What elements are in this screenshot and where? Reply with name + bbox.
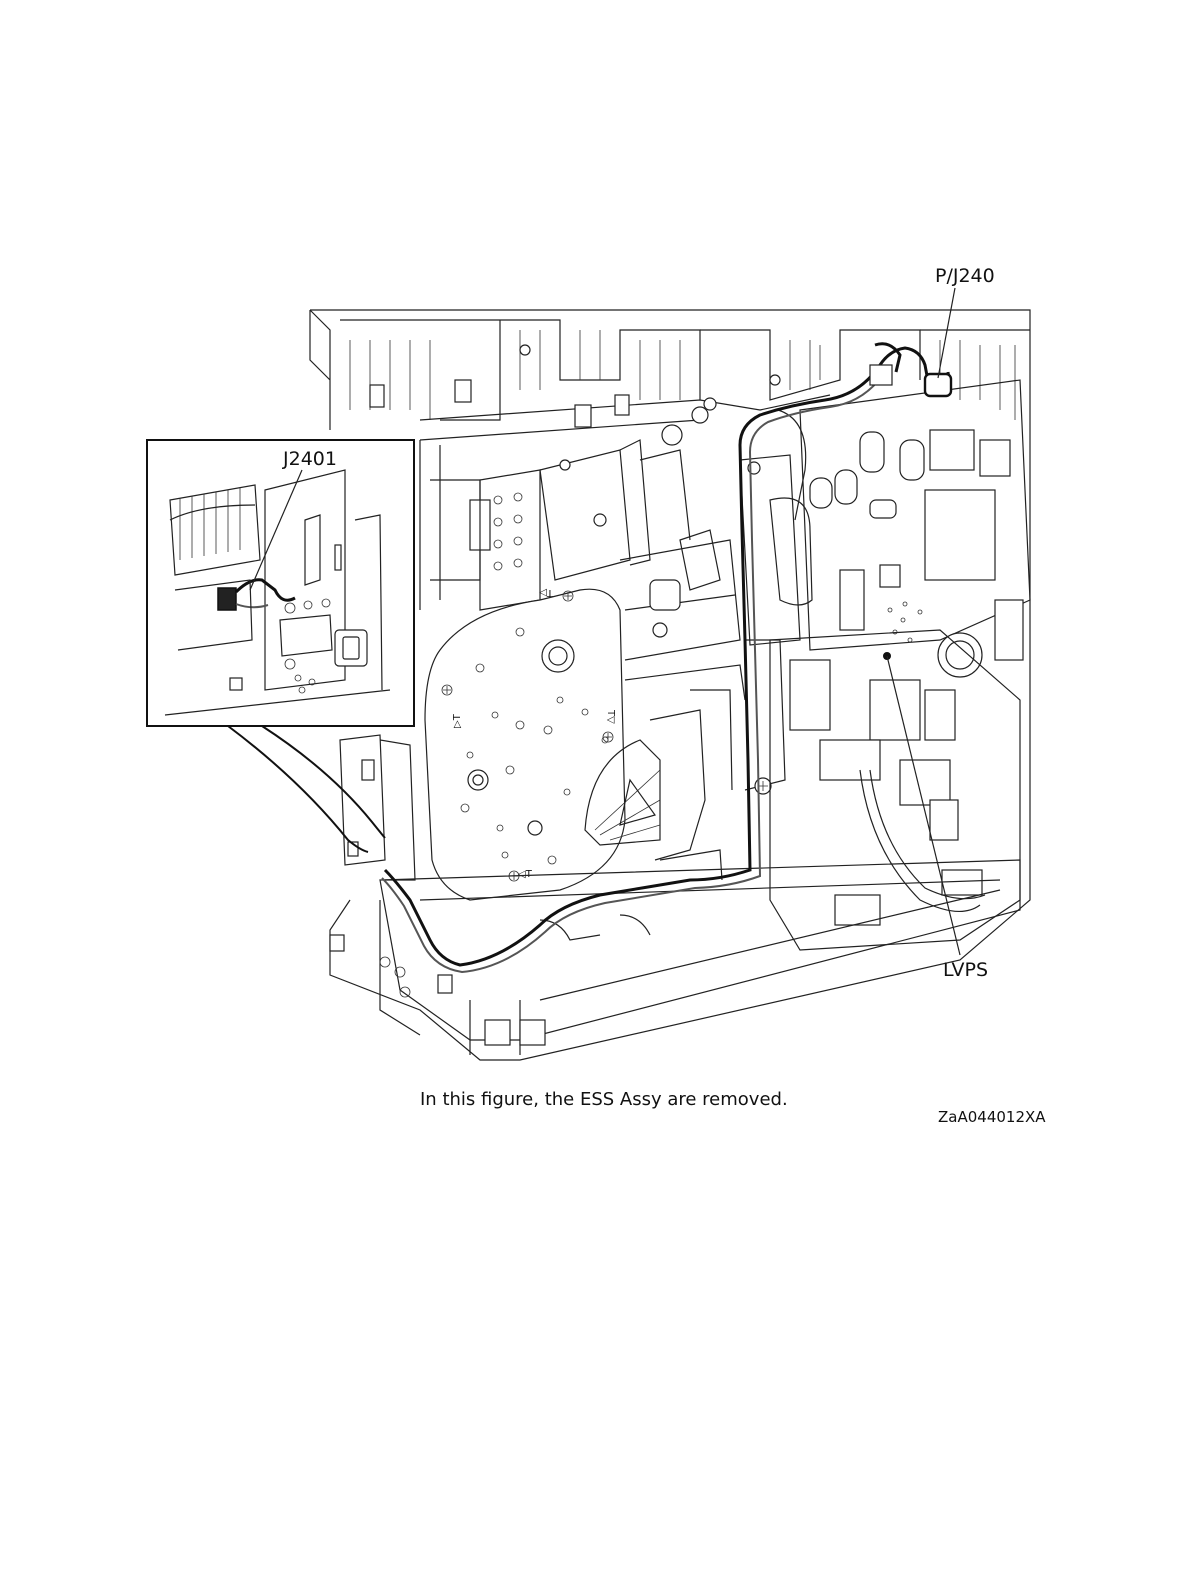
inset-detail — [147, 440, 414, 726]
drive-mark-right: T▽ — [605, 709, 616, 724]
printer-frame — [310, 310, 1030, 1060]
figure-caption: In this figure, the ESS Assy are removed… — [420, 1089, 788, 1110]
label-lvps: LVPS — [943, 959, 988, 981]
drive-mark-bottom: ◁T — [518, 869, 533, 880]
inset-leader — [228, 726, 385, 852]
label-p-j240: P/J240 — [935, 265, 995, 287]
label-j2401: J2401 — [282, 448, 337, 470]
drive-mark-left: ▷T — [452, 713, 463, 728]
lvps-board — [770, 380, 1030, 950]
middle-mechanics — [620, 407, 745, 880]
drive-mark-top: T▷ — [539, 587, 554, 598]
left-frame — [420, 440, 650, 610]
drive-plate: T▷ ◁T ▷T T▽ — [425, 587, 660, 900]
left-side-parts — [340, 735, 415, 880]
figure-id: ZaA044012XA — [938, 1108, 1046, 1126]
